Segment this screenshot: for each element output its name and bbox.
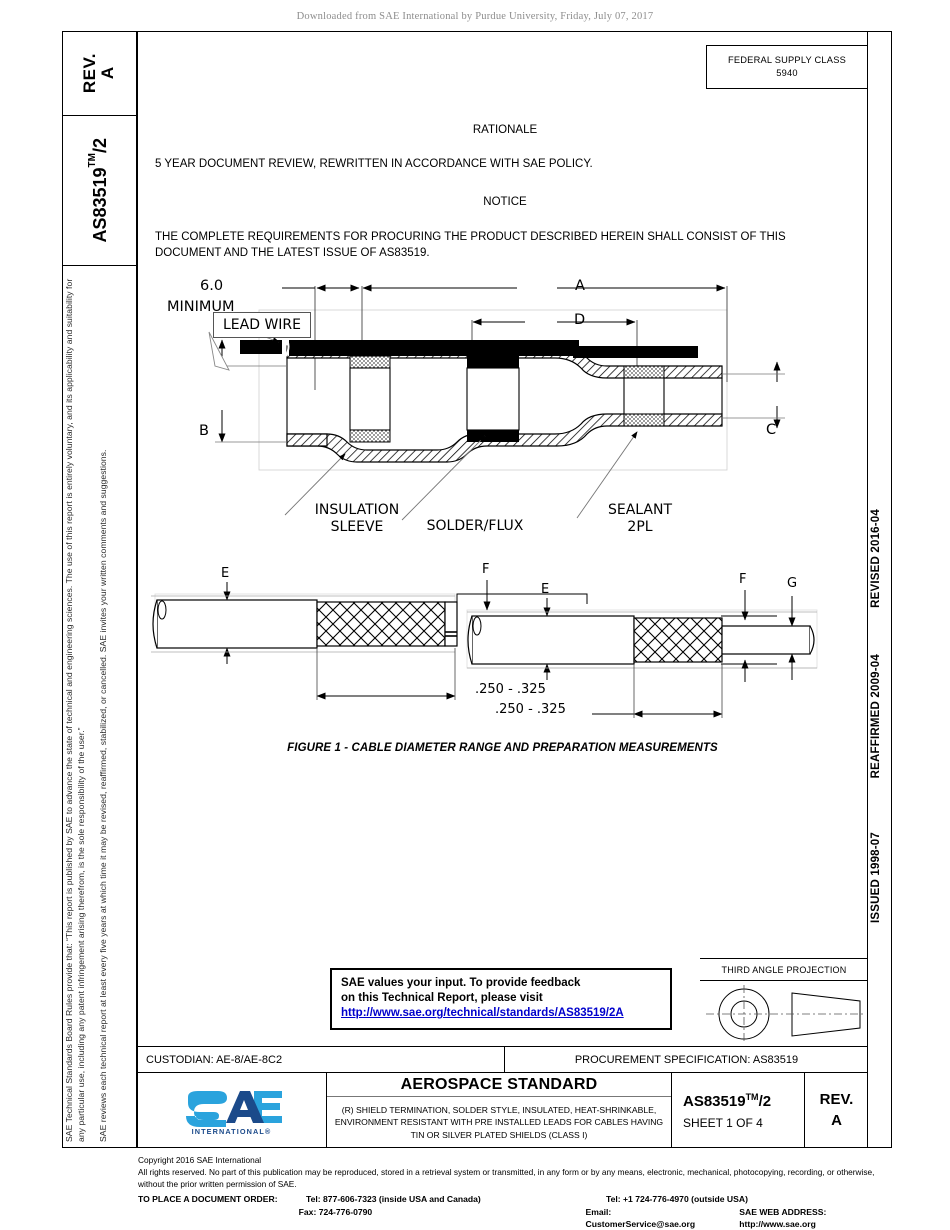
document-number: AS83519 (90, 167, 110, 243)
dimension-b: B (199, 423, 209, 439)
order-label: TO PLACE A DOCUMENT ORDER: (138, 1194, 278, 1205)
dimension-minimum: MINIMUM (167, 299, 235, 315)
title-block-doc-number: AS83519 (683, 1092, 746, 1110)
dimension-f-upper: F (482, 562, 490, 577)
feedback-link[interactable]: http://www.sae.org/technical/standards/A… (341, 1007, 624, 1020)
date-column: REVISED 2016-04 REAFFIRMED 2009-04 ISSUE… (868, 31, 892, 1148)
third-angle-projection-symbol (700, 981, 868, 1048)
sae-logo-cell: INTERNATIONAL® (137, 1073, 327, 1148)
trademark-mark: TM (87, 153, 98, 168)
drawing-inner-frame (137, 31, 868, 1148)
feedback-box: SAE values your input. To provide feedba… (330, 968, 672, 1030)
federal-supply-class-value: 5940 (776, 68, 798, 78)
callout-sealant: SEALANT 2PL (607, 502, 673, 535)
dimension-e-lower: E (541, 582, 550, 597)
dimension-f-right: F (739, 572, 747, 587)
callout-solder-flux: SOLDER/FLUX (426, 518, 524, 534)
title-block-doc-suffix: /2 (758, 1092, 772, 1110)
dimension-e-upper: E (221, 566, 230, 581)
callout-lead-wire: LEAD WIRE (213, 312, 311, 338)
tel-inside-usa: Tel: 877-606-7323 (inside USA and Canada… (306, 1194, 481, 1205)
title-block-rev-value: A (831, 1111, 842, 1129)
title-block-trademark: TM (745, 1091, 759, 1102)
fax-number: Fax: 724-776-0790 (298, 1206, 373, 1217)
figure-1: 6.0 MINIMUM A D B C LEAD WIRE INSULATION… (137, 270, 868, 770)
title-block-revision-cell: REV. A (805, 1073, 868, 1148)
download-watermark: Downloaded from SAE International by Pur… (296, 11, 654, 22)
drawing-outer-frame (62, 31, 892, 1148)
order-line-2: Fax: 724-776-0790 Email: CustomerService… (138, 1206, 898, 1230)
custodian-row: CUSTODIAN: AE-8/AE-8C2 PROCUREMENT SPECI… (137, 1046, 868, 1073)
standard-title-cell: AEROSPACE STANDARD (R) SHIELD TERMINATIO… (327, 1073, 672, 1148)
feedback-line-1: SAE values your input. To provide feedba… (341, 977, 581, 989)
document-number-cell: AS83519TM/2 SHEET 1 OF 4 (672, 1073, 805, 1148)
rationale-notice-section: RATIONALE 5 YEAR DOCUMENT REVIEW, REWRIT… (155, 124, 855, 262)
revision-label: REV. (80, 52, 100, 94)
page-footer: Copyright 2016 SAE International All rig… (138, 1155, 898, 1230)
sheet-number: SHEET 1 OF 4 (683, 1115, 763, 1130)
callout-insulation-sleeve: INSULATION SLEEVE (314, 502, 400, 535)
dimension-6-0: 6.0 (200, 278, 224, 294)
federal-supply-class-label: FEDERAL SUPPLY CLASS (727, 54, 847, 65)
federal-supply-class-box: FEDERAL SUPPLY CLASS 5940 (706, 45, 868, 89)
rationale-heading: RATIONALE (472, 124, 538, 136)
sae-logo-subtext: INTERNATIONAL® (191, 1126, 272, 1136)
title-block-rev-label: REV. (819, 1091, 854, 1109)
revised-date: REVISED 2016-04 (870, 509, 882, 608)
third-angle-projection-box: THIRD ANGLE PROJECTION (700, 958, 868, 1048)
web-address: SAE WEB ADDRESS: http://www.sae.org (739, 1206, 827, 1229)
legal-disclaimer-paragraph-1: SAE Technical Standards Board Rules prov… (64, 278, 86, 1142)
issued-date: ISSUED 1998-07 (870, 831, 882, 923)
rights-statement: All rights reserved. No part of this pub… (138, 1166, 875, 1189)
tel-outside-usa: Tel: +1 724-776-4970 (outside USA) (606, 1194, 748, 1205)
reaffirmed-date: REAFFIRMED 2009-04 (870, 653, 882, 778)
legal-disclaimer-column: SAE Technical Standards Board Rules prov… (62, 266, 137, 1148)
dimension-a: A (575, 278, 585, 294)
email-address: Email: CustomerService@sae.org (585, 1206, 696, 1229)
order-line-1: TO PLACE A DOCUMENT ORDER: Tel: 877-606-… (138, 1193, 898, 1205)
notice-body: THE COMPLETE REQUIREMENTS FOR PROCURING … (155, 230, 786, 259)
cable-preparation-drawing (151, 580, 818, 718)
figure-caption: FIGURE 1 - CABLE DIAMETER RANGE AND PREP… (287, 742, 718, 754)
procurement-spec-cell: PROCUREMENT SPECIFICATION: AS83519 (574, 1053, 799, 1066)
third-angle-projection-title: THIRD ANGLE PROJECTION (700, 959, 868, 981)
dimension-c: C (766, 422, 777, 438)
document-number-box: AS83519TM/2 (62, 116, 137, 266)
custodian-cell: CUSTODIAN: AE-8/AE-8C2 (137, 1047, 505, 1072)
cable-range-2: .250 - .325 (495, 702, 566, 717)
cable-range-1: .250 - .325 (475, 682, 546, 697)
revision-value: A (98, 66, 117, 80)
sae-logo: INTERNATIONAL® (178, 1087, 286, 1136)
document-suffix: /2 (90, 138, 110, 154)
solder-sleeve-assembly-drawing (208, 284, 785, 521)
copyright-line: Copyright 2016 SAE International (138, 1155, 262, 1165)
standard-description: (R) SHIELD TERMINATION, SOLDER STYLE, IN… (334, 1105, 664, 1140)
notice-heading: NOTICE (483, 195, 527, 208)
feedback-line-2: on this Technical Report, please visit (341, 992, 543, 1005)
legal-disclaimer-paragraph-2: SAE reviews each technical report at lea… (98, 449, 108, 1142)
dimension-g: G (787, 576, 798, 591)
title-block: INTERNATIONAL® AEROSPACE STANDARD (R) SH… (137, 1073, 868, 1148)
dimension-d: D (574, 312, 586, 328)
standard-type: AEROSPACE STANDARD (327, 1073, 671, 1097)
revision-box: REV.A (62, 31, 137, 116)
rationale-body: 5 YEAR DOCUMENT REVIEW, REWRITTEN IN ACC… (155, 158, 593, 170)
